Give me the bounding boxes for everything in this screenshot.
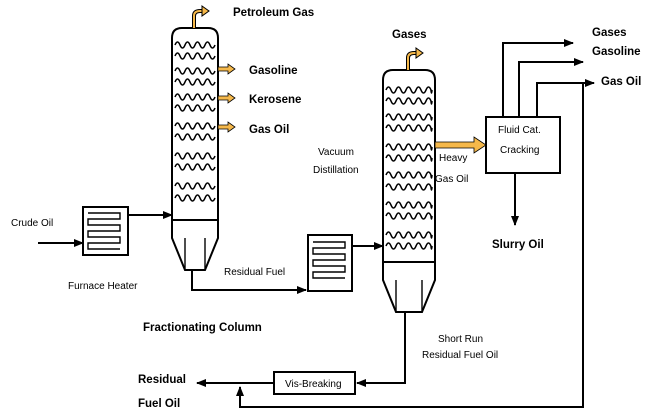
tray-8	[174, 133, 216, 141]
tray-2	[385, 97, 433, 105]
label-gas-oil-mid: Gas Oil	[435, 174, 468, 185]
label-short-run: Short Run	[438, 334, 483, 345]
fcc-gasoline-line	[518, 58, 584, 117]
tray-2	[174, 52, 216, 60]
tray-12	[385, 242, 433, 250]
gas-oil-recycle-line	[236, 83, 584, 408]
label-gas-oil-left: Gas Oil	[249, 124, 289, 136]
fcc-gas-oil-line	[536, 79, 595, 117]
tray-10	[385, 212, 433, 220]
tray-7	[174, 122, 216, 130]
label-fuel-oil: Fuel Oil	[138, 398, 180, 410]
furnace-heater	[82, 206, 129, 256]
tray-7	[385, 171, 433, 179]
tray-5	[174, 93, 216, 101]
petroleum-gas-outlet	[192, 5, 210, 28]
tray-3	[174, 67, 216, 75]
label-petroleum-gas: Petroleum Gas	[233, 7, 314, 19]
label-fractionating-column: Fractionating Column	[143, 322, 262, 334]
tray-3	[385, 113, 433, 121]
gas-oil-arrow	[217, 121, 236, 133]
tray-1	[174, 41, 216, 49]
vacuum-gases-outlet	[406, 47, 424, 70]
tray-11	[385, 231, 433, 239]
label-gases-right: Gases	[592, 27, 627, 39]
label-gas-oil-right: Gas Oil	[601, 76, 641, 88]
label-gasoline: Gasoline	[249, 65, 298, 77]
label-distillation: Distillation	[313, 165, 359, 176]
label-residual-fuel-oil-small: Residual Fuel Oil	[422, 350, 498, 361]
label-kerosene: Kerosene	[249, 94, 301, 106]
heavy-gas-oil-arrow	[434, 136, 487, 154]
tray-5	[385, 143, 433, 151]
kerosene-arrow	[217, 92, 236, 104]
tray-11	[174, 182, 216, 190]
tray-8	[385, 183, 433, 191]
tray-6	[174, 104, 216, 112]
label-residual-fuel: Residual Fuel	[224, 267, 285, 278]
tray-4	[385, 124, 433, 132]
label-fluid-cat: Fluid Cat.	[498, 125, 541, 136]
label-vis-breaking: Vis-Breaking	[285, 379, 342, 390]
gasoline-arrow	[217, 63, 236, 75]
fractionating-column	[171, 27, 219, 271]
label-furnace-heater: Furnace Heater	[68, 281, 138, 292]
vacuum-column-trays	[385, 86, 433, 250]
label-residual: Residual	[138, 374, 186, 386]
label-cracking: Cracking	[500, 145, 539, 156]
tray-12	[174, 194, 216, 202]
label-crude-oil: Crude Oil	[11, 218, 53, 229]
vacuum-distillation-column	[382, 69, 436, 313]
fractionating-column-trays	[174, 41, 216, 202]
vacuum-heater	[307, 234, 353, 292]
fluid-cat-cracking-unit	[485, 116, 561, 174]
label-slurry-oil: Slurry Oil	[492, 239, 544, 251]
fcc-gases-line	[502, 39, 574, 117]
product-arrows-left	[217, 63, 236, 133]
label-vacuum: Vacuum	[318, 147, 354, 158]
tray-9	[385, 201, 433, 209]
label-heavy: Heavy	[439, 153, 467, 164]
tray-1	[385, 86, 433, 94]
tray-9	[174, 152, 216, 160]
tray-6	[385, 154, 433, 162]
tray-10	[174, 163, 216, 171]
label-gases-mid: Gases	[392, 29, 427, 41]
residual-fuel-line	[191, 270, 307, 294]
short-run-residual-line	[356, 312, 406, 387]
label-gasoline-right: Gasoline	[592, 46, 641, 58]
tray-4	[174, 78, 216, 86]
